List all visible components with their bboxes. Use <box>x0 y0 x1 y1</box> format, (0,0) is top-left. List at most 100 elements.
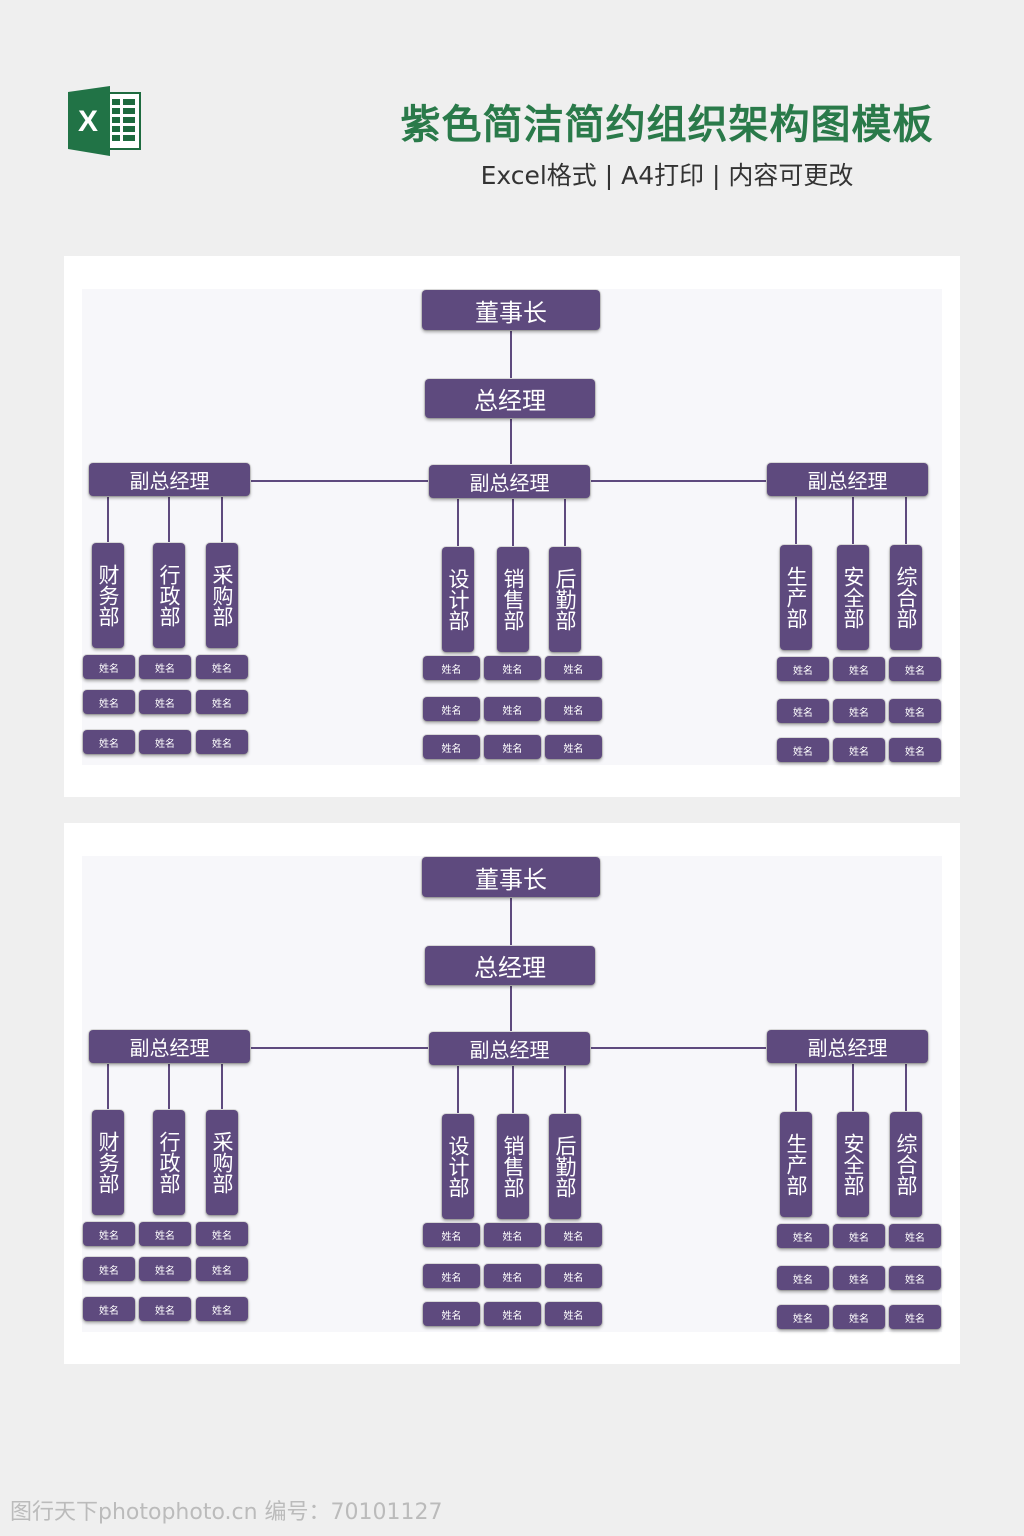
department-box: 设计部 <box>442 1114 474 1219</box>
connector-line <box>564 498 566 547</box>
department-box: 采购部 <box>206 1110 238 1215</box>
name-box: 姓名 <box>139 1297 191 1321</box>
name-box: 姓名 <box>139 690 191 714</box>
name-box: 姓名 <box>833 1266 885 1290</box>
department-box: 财务部 <box>92 543 124 648</box>
name-box: 姓名 <box>423 1302 480 1326</box>
vice-manager-box: 副总经理 <box>429 1032 590 1065</box>
name-box: 姓名 <box>83 1297 135 1321</box>
name-box: 姓名 <box>139 1222 191 1246</box>
vice-manager-box: 副总经理 <box>429 465 590 498</box>
name-box: 姓名 <box>484 697 541 721</box>
connector-line <box>107 1063 109 1110</box>
name-box: 姓名 <box>833 699 885 723</box>
department-box: 设计部 <box>442 547 474 652</box>
name-box: 姓名 <box>484 1264 541 1288</box>
connector-line <box>795 1063 797 1112</box>
connector-line <box>168 1063 170 1110</box>
name-box: 姓名 <box>889 657 941 681</box>
name-box: 姓名 <box>777 1266 829 1290</box>
name-box: 姓名 <box>423 1223 480 1247</box>
connector-line <box>852 496 854 545</box>
name-box: 姓名 <box>484 1302 541 1326</box>
department-box: 生产部 <box>780 1112 812 1217</box>
connector-line <box>221 1063 223 1110</box>
name-box: 姓名 <box>83 1257 135 1281</box>
connector-line <box>107 496 109 543</box>
vice-manager-box: 副总经理 <box>767 1030 928 1063</box>
connector-line <box>457 1065 459 1114</box>
page-title: 紫色简洁简约组织架构图模板 <box>400 102 934 148</box>
connector-line <box>795 496 797 545</box>
connector-line <box>168 496 170 543</box>
name-box: 姓名 <box>484 656 541 680</box>
connector-line <box>905 496 907 545</box>
department-box: 行政部 <box>153 1110 185 1215</box>
department-box: 安全部 <box>837 1112 869 1217</box>
connector-line <box>221 496 223 543</box>
name-box: 姓名 <box>545 735 602 759</box>
department-box: 安全部 <box>837 545 869 650</box>
department-box: 财务部 <box>92 1110 124 1215</box>
name-box: 姓名 <box>196 1222 248 1246</box>
name-box: 姓名 <box>83 655 135 679</box>
name-box: 姓名 <box>833 657 885 681</box>
name-box: 姓名 <box>423 656 480 680</box>
general-manager-box: 总经理 <box>425 379 595 418</box>
name-box: 姓名 <box>196 730 248 754</box>
name-box: 姓名 <box>196 1257 248 1281</box>
name-box: 姓名 <box>423 735 480 759</box>
name-box: 姓名 <box>889 1224 941 1248</box>
connector-line <box>457 498 459 547</box>
name-box: 姓名 <box>833 738 885 762</box>
name-box: 姓名 <box>139 1257 191 1281</box>
name-box: 姓名 <box>83 1222 135 1246</box>
org-chart-panel: 董事长总经理财务部姓名姓名姓名行政部姓名姓名姓名采购部姓名姓名姓名副总经理设计部… <box>64 256 960 797</box>
name-box: 姓名 <box>889 699 941 723</box>
name-box: 姓名 <box>777 657 829 681</box>
connector-line <box>512 1065 514 1114</box>
org-chart-panel: 董事长总经理财务部姓名姓名姓名行政部姓名姓名姓名采购部姓名姓名姓名副总经理设计部… <box>64 823 960 1364</box>
department-box: 后勤部 <box>549 1114 581 1219</box>
connector-line <box>852 1063 854 1112</box>
name-box: 姓名 <box>777 738 829 762</box>
name-box: 姓名 <box>889 738 941 762</box>
name-box: 姓名 <box>545 1223 602 1247</box>
name-box: 姓名 <box>889 1266 941 1290</box>
name-box: 姓名 <box>423 697 480 721</box>
chairman-box: 董事长 <box>422 290 600 330</box>
name-box: 姓名 <box>777 1224 829 1248</box>
name-box: 姓名 <box>196 655 248 679</box>
department-box: 生产部 <box>780 545 812 650</box>
chairman-box: 董事长 <box>422 857 600 897</box>
name-box: 姓名 <box>139 655 191 679</box>
department-box: 采购部 <box>206 543 238 648</box>
excel-logo-icon: X <box>68 86 142 156</box>
department-box: 综合部 <box>890 545 922 650</box>
connector-line <box>564 1065 566 1114</box>
name-box: 姓名 <box>777 1305 829 1329</box>
name-box: 姓名 <box>196 690 248 714</box>
department-box: 后勤部 <box>549 547 581 652</box>
name-box: 姓名 <box>777 699 829 723</box>
watermark: 图行天下photophoto.cn 编号：70101127 <box>10 1500 443 1525</box>
name-box: 姓名 <box>545 697 602 721</box>
name-box: 姓名 <box>484 1223 541 1247</box>
svg-text:X: X <box>78 105 98 138</box>
name-box: 姓名 <box>423 1264 480 1288</box>
name-box: 姓名 <box>484 735 541 759</box>
name-box: 姓名 <box>139 730 191 754</box>
connector-line <box>512 498 514 547</box>
general-manager-box: 总经理 <box>425 946 595 985</box>
name-box: 姓名 <box>889 1305 941 1329</box>
name-box: 姓名 <box>545 1264 602 1288</box>
department-box: 行政部 <box>153 543 185 648</box>
page-subtitle: Excel格式 | A4打印 | 内容可更改 <box>480 161 854 190</box>
name-box: 姓名 <box>83 730 135 754</box>
name-box: 姓名 <box>196 1297 248 1321</box>
vice-manager-box: 副总经理 <box>767 463 928 496</box>
connector-line <box>905 1063 907 1112</box>
vice-manager-box: 副总经理 <box>89 1030 250 1063</box>
department-box: 销售部 <box>497 547 529 652</box>
department-box: 销售部 <box>497 1114 529 1219</box>
